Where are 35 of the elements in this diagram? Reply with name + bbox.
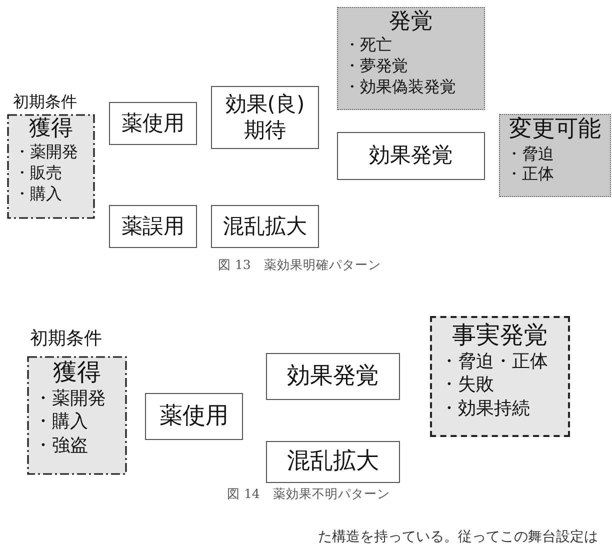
list-item: ・販売 (14, 163, 62, 184)
list-item: ・夢発覚 (344, 56, 408, 77)
figure-caption: 図 13 薬効果明確パターン (218, 257, 381, 272)
panel-heading: 獲得 (29, 116, 73, 142)
panel-heading: 発覚 (389, 9, 433, 36)
stage-box: 効果発覚 (266, 353, 400, 400)
panel-heading: 変更可能 (509, 116, 601, 144)
info-panel (499, 114, 611, 197)
info-panel (430, 316, 570, 437)
group-heading: 初期条件 (13, 92, 77, 112)
list-item: ・効果持続 (440, 396, 530, 420)
stage-box: 薬使用 (109, 102, 197, 145)
panel-heading: 獲得 (53, 358, 101, 387)
panel-heading: 事実発覚 (452, 321, 548, 350)
list-item: ・効果偽装発覚 (344, 76, 456, 98)
list-item: ・脅迫・正体 (440, 350, 548, 374)
list-item: ・薬開発 (34, 386, 106, 410)
list-item: ・強盗 (34, 434, 88, 457)
list-item: ・購入 (14, 184, 62, 205)
list-item: ・脅迫 (506, 144, 554, 164)
list-item: ・薬開発 (14, 142, 78, 164)
list-item: ・失敗 (440, 373, 494, 397)
stage-box: 効果(良)期待 (211, 86, 319, 149)
info-panel (337, 7, 485, 110)
stage-box: 効果発覚 (337, 132, 485, 180)
stage-box: 混乱拡大 (211, 205, 319, 248)
list-item: ・購入 (34, 410, 88, 434)
stage-box: 薬誤用 (109, 205, 197, 248)
stage-box: 混乱拡大 (266, 441, 400, 483)
list-item: ・死亡 (344, 35, 392, 56)
stage-box: 薬使用 (145, 393, 243, 440)
body-text: た構造を持っている。従ってこの舞台設定は (318, 529, 598, 546)
figure-caption: 図 14 薬効果不明パターン (227, 486, 390, 501)
list-item: ・正体 (506, 164, 554, 186)
group-heading: 初期条件 (30, 328, 102, 350)
